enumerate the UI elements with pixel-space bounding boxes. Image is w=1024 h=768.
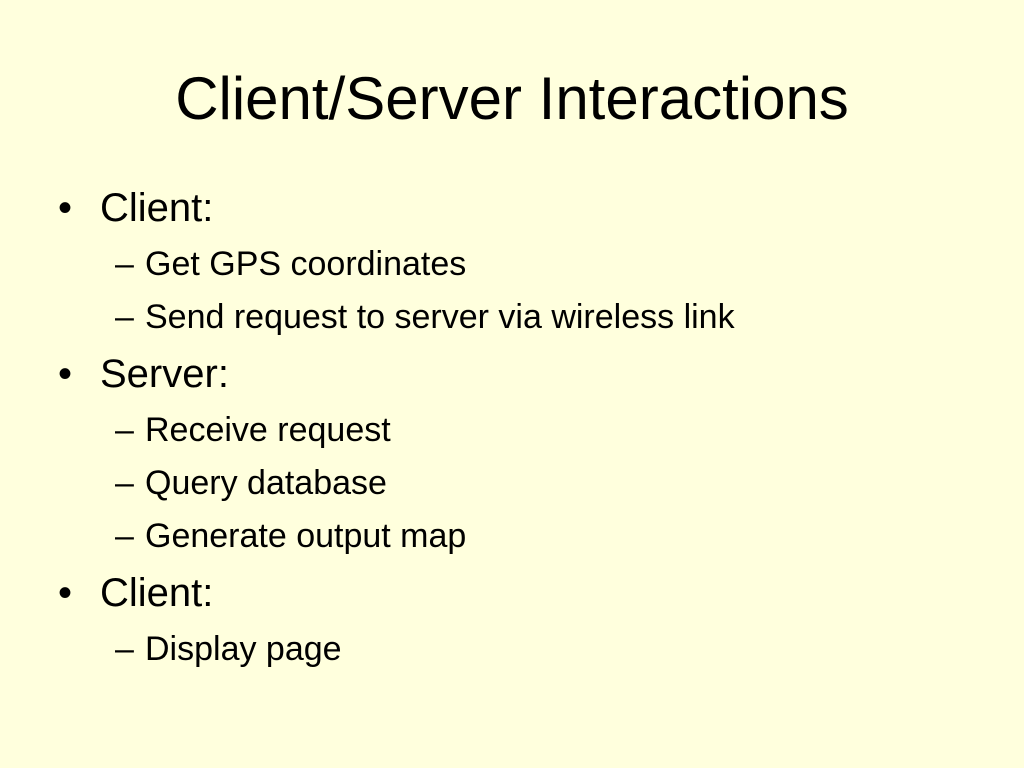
sub-list-client-2: – Display page bbox=[58, 627, 984, 680]
dash-marker: – bbox=[115, 298, 134, 336]
dash-marker: – bbox=[115, 464, 134, 502]
sub-item-label: Send request to server via wireless link bbox=[145, 298, 735, 336]
sub-item: – Send request to server via wireless li… bbox=[58, 295, 984, 348]
sub-list-server: – Receive request – Query database – Gen… bbox=[58, 408, 984, 567]
sub-item-label: Display page bbox=[145, 630, 342, 668]
bullet-item-server: • Server: bbox=[58, 348, 984, 408]
sub-item-label: Query database bbox=[145, 464, 387, 502]
slide-title: Client/Server Interactions bbox=[175, 65, 849, 132]
sub-item: – Display page bbox=[58, 627, 984, 680]
sub-item-label: Get GPS coordinates bbox=[145, 245, 467, 283]
sub-item-label: Receive request bbox=[145, 411, 391, 449]
sub-item: – Receive request bbox=[58, 408, 984, 461]
bullet-marker: • bbox=[58, 186, 73, 230]
sub-item: – Generate output map bbox=[58, 514, 984, 567]
sub-item: – Query database bbox=[58, 461, 984, 514]
bullet-label: Client: bbox=[100, 186, 214, 230]
bullet-marker: • bbox=[58, 571, 73, 615]
dash-marker: – bbox=[115, 517, 134, 555]
sub-list-client: – Get GPS coordinates – Send request to … bbox=[58, 242, 984, 348]
bullet-label: Client: bbox=[100, 571, 214, 615]
sub-item-label: Generate output map bbox=[145, 517, 467, 555]
bullet-label: Server: bbox=[100, 352, 229, 396]
bullet-marker: • bbox=[58, 352, 73, 396]
dash-marker: – bbox=[115, 411, 134, 449]
dash-marker: – bbox=[115, 245, 134, 283]
dash-marker: – bbox=[115, 630, 134, 668]
bullet-list: • Client: – Get GPS coordinates – Send r… bbox=[58, 182, 984, 680]
bullet-item-client-2: • Client: bbox=[58, 567, 984, 627]
sub-item: – Get GPS coordinates bbox=[58, 242, 984, 295]
bullet-item-client: • Client: bbox=[58, 182, 984, 242]
